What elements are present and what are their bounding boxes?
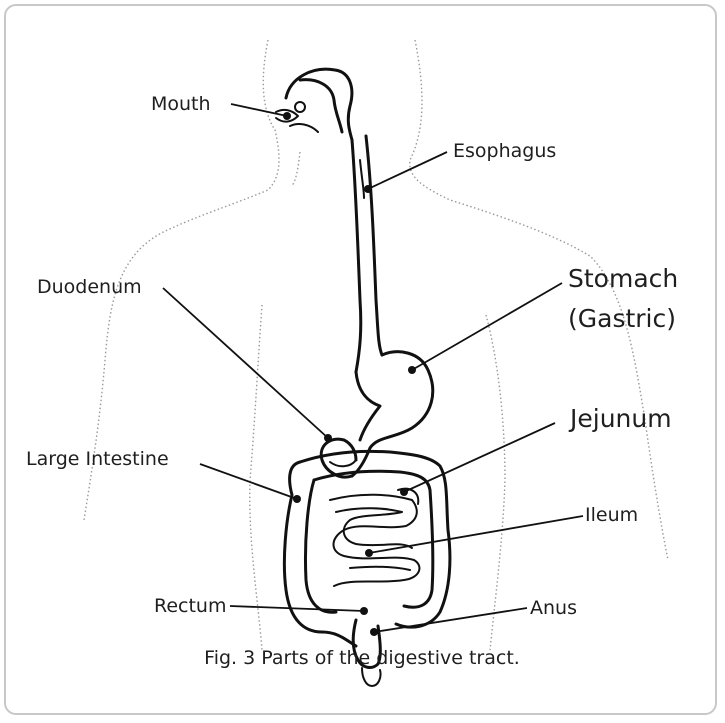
anus-label: Anus: [530, 597, 577, 619]
jejunum-label: Jejunum: [568, 404, 672, 433]
figure-caption: Fig. 3 Parts of the digestive tract.: [204, 647, 520, 669]
small-intestine-organ: [330, 489, 419, 586]
esophagus-label: Esophagus: [453, 140, 556, 162]
rectum-label: Rectum: [154, 595, 226, 617]
stomach-label: Stomach: [568, 264, 678, 293]
mouth-organ: [276, 69, 352, 140]
duodenum-label: Duodenum: [37, 276, 142, 298]
ileum-label: Ileum: [585, 504, 638, 526]
stomach-label-sub: (Gastric): [568, 304, 676, 333]
large-intestine-organ: [284, 451, 450, 646]
large-intestine-label: Large Intestine: [26, 448, 169, 470]
esophagus-organ: [352, 136, 382, 372]
mouth-label: Mouth: [151, 93, 211, 115]
label-leaders: [163, 104, 583, 636]
